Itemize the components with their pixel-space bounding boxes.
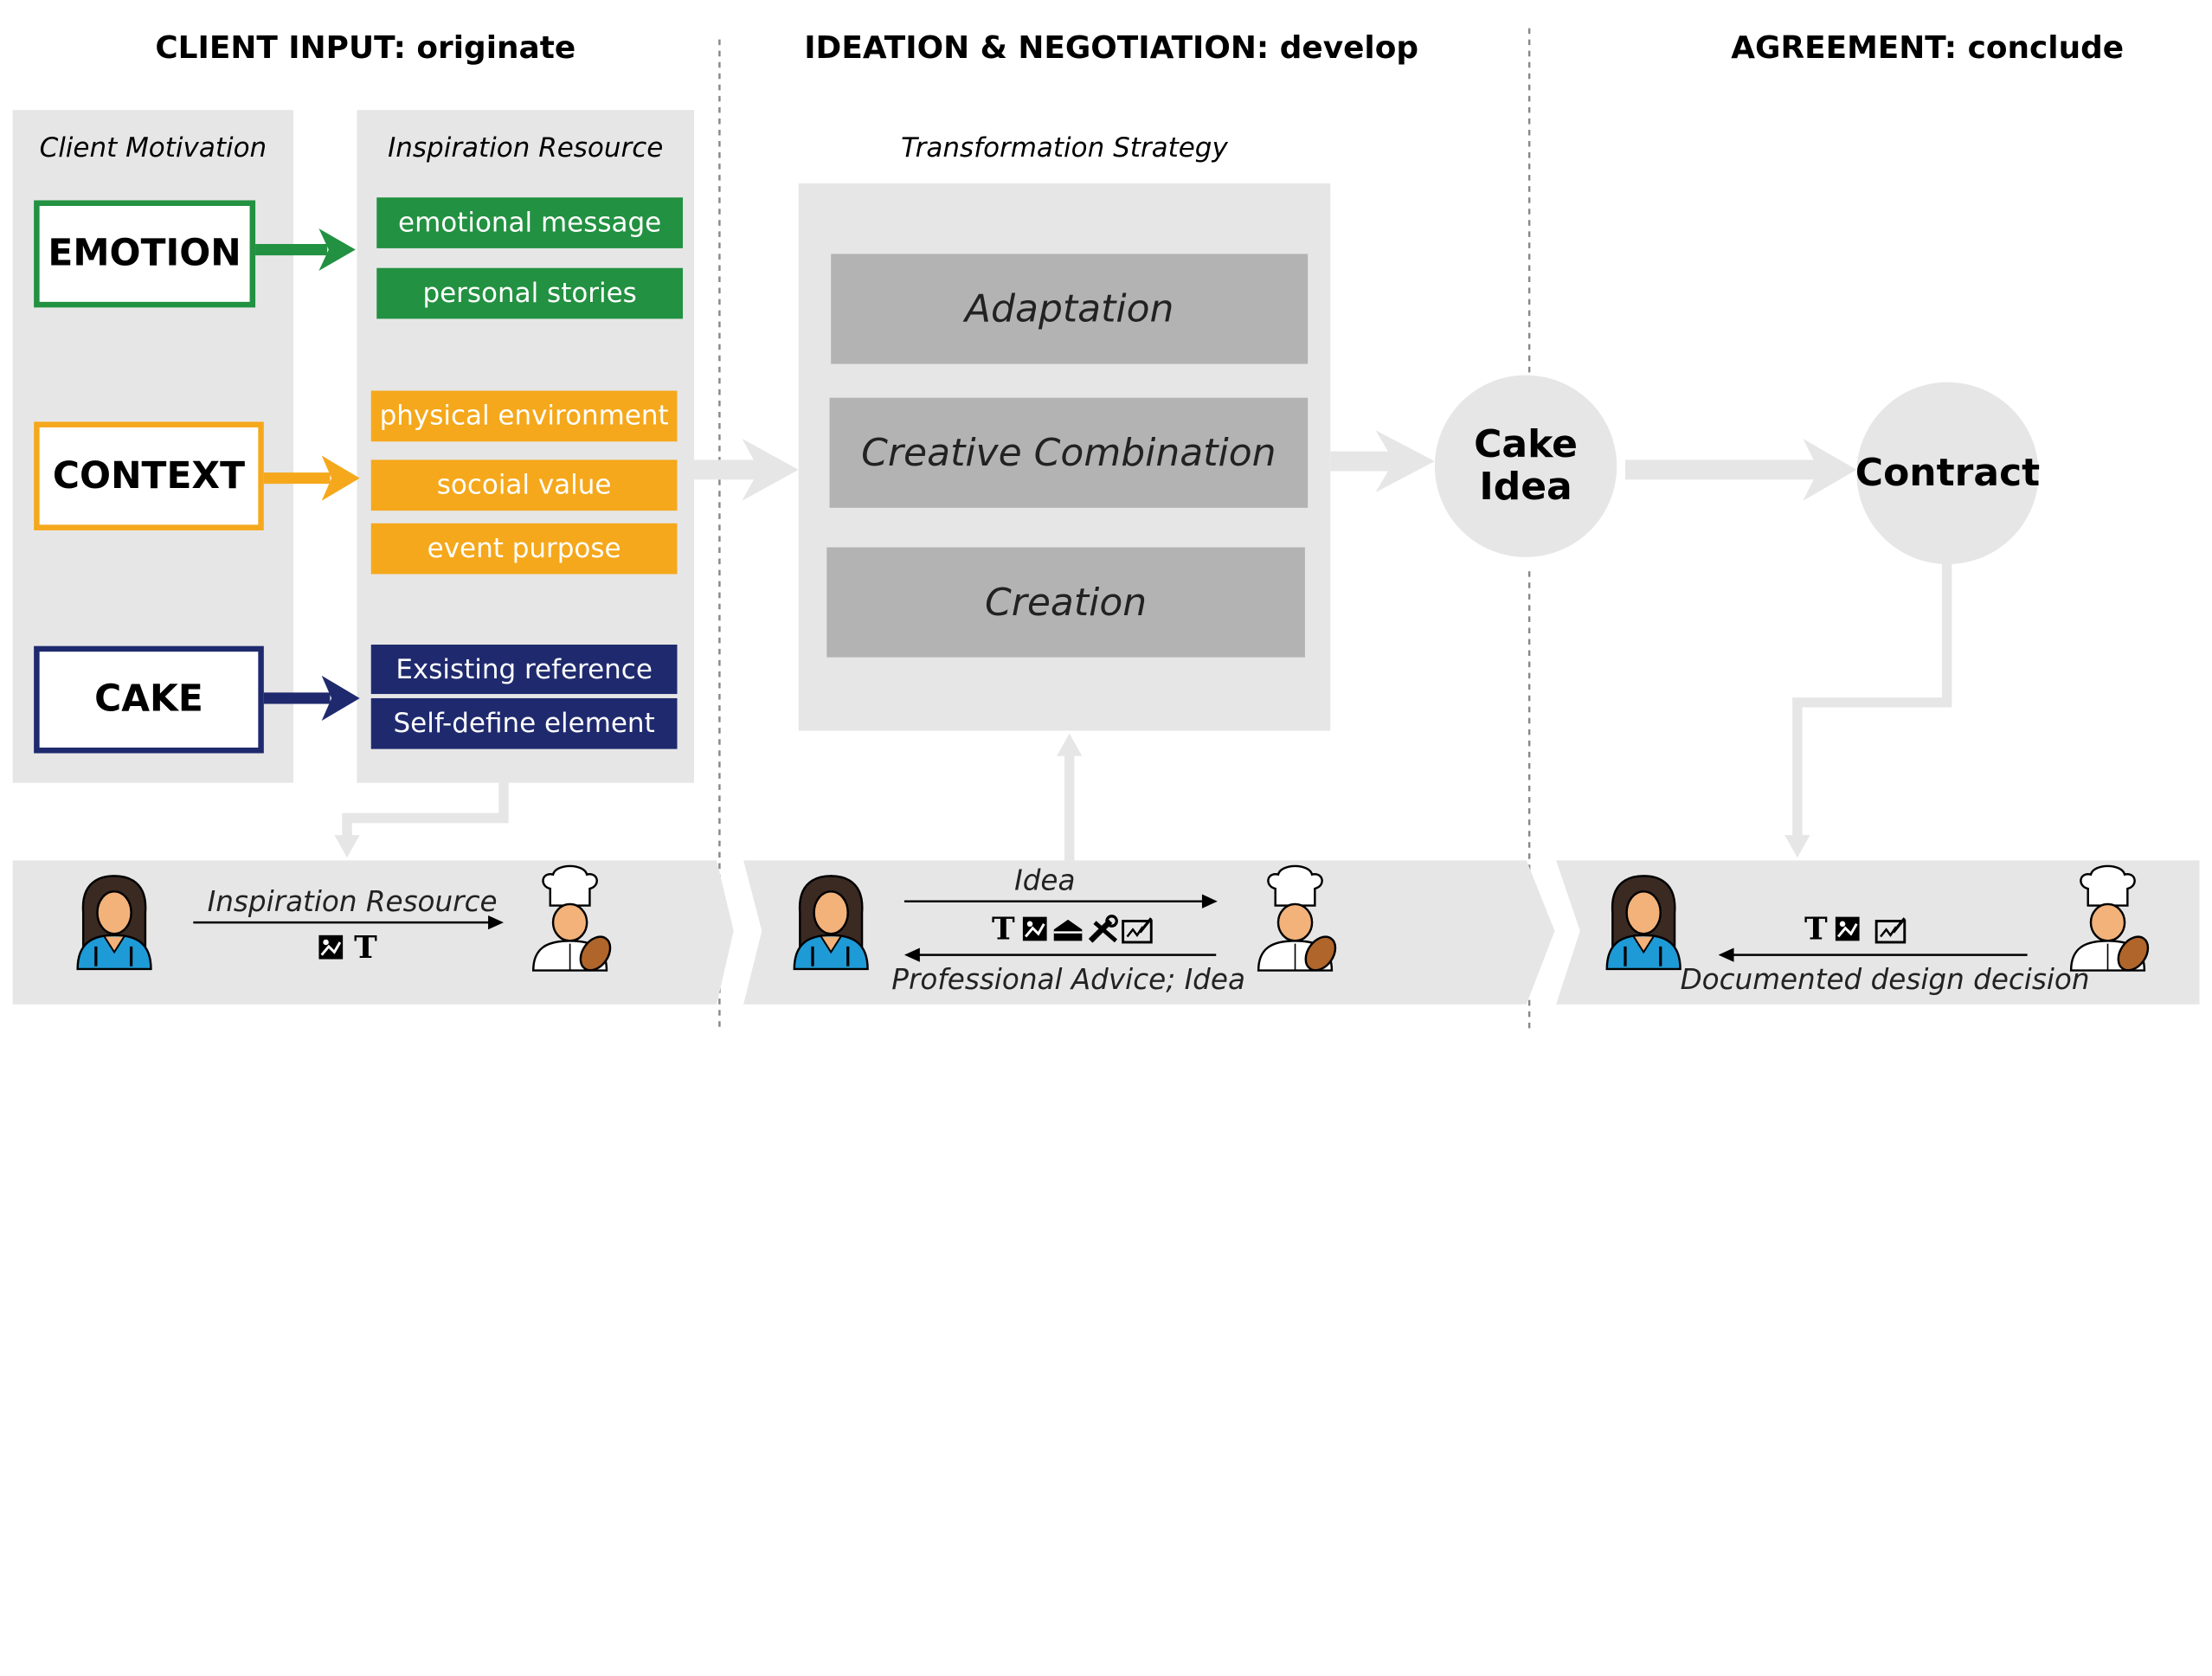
client-avatar-icon <box>76 875 152 971</box>
idea-to-contract-arrow <box>1624 438 1857 501</box>
motivation-cake-box: CAKE <box>34 645 264 754</box>
resource-event-purpose: event purpose <box>370 523 678 575</box>
baker-avatar-icon <box>531 864 612 972</box>
contract-to-band-arrowhead <box>1784 835 1810 858</box>
resource-emotional-message: emotional message <box>376 197 684 248</box>
phase2-idea-arrow <box>903 894 1218 909</box>
phase1-text-icon: T <box>354 929 377 966</box>
resource-to-band-arrowhead <box>334 835 360 858</box>
resource-social-value: socoial value <box>370 459 678 511</box>
resource-to-strategy-arrow <box>694 438 799 501</box>
contract-circle: Contract <box>1855 382 2040 565</box>
phase2-interaction-band <box>743 860 1555 1005</box>
phase2-text-icon: T <box>992 911 1015 948</box>
phase-title-client-input: CLIENT INPUT: originate <box>155 30 576 67</box>
cake-idea-label-line1: Cake <box>1474 422 1579 466</box>
phase1-interaction-label: Inspiration Resource <box>207 884 498 919</box>
phase-title-agreement: AGREEMENT: conclude <box>1731 30 2125 67</box>
phase2-advice-label: Professional Advice; Idea <box>891 961 1245 996</box>
resource-to-band-connector <box>342 782 509 841</box>
strategy-creation: Creation <box>826 547 1305 658</box>
phase1-send-arrow <box>193 915 504 930</box>
phase3-decision-arrow <box>1718 947 2028 962</box>
tools-icon <box>1088 915 1118 943</box>
image-icon <box>1835 916 1860 941</box>
resource-personal-stories: personal stories <box>376 267 684 319</box>
cake-arrow <box>260 675 360 722</box>
band-to-strategy-arrowhead <box>1057 733 1083 756</box>
signature-icon <box>1122 917 1153 944</box>
client-avatar-icon <box>793 875 869 971</box>
motivation-emotion-box: EMOTION <box>34 200 256 308</box>
image-icon <box>318 934 344 960</box>
signature-icon <box>1874 917 1907 944</box>
column-title-client-motivation: Client Motivation <box>39 132 267 164</box>
baker-avatar-icon <box>1257 864 1337 972</box>
emotion-arrow <box>254 228 356 271</box>
contract-to-band-connector <box>1792 561 1952 841</box>
strategy-to-idea-arrow <box>1330 430 1435 492</box>
phase3-decision-label: Documented design decision <box>1680 961 2090 996</box>
cake-icon <box>1053 919 1083 941</box>
phase2-idea-label: Idea <box>1014 863 1076 897</box>
resource-self-define-element: Self-define element <box>370 697 678 749</box>
strategy-creative-combination: Creative Combination <box>829 397 1309 508</box>
image-icon <box>1022 916 1047 941</box>
phase3-interaction-band <box>1556 860 2200 1005</box>
column-title-transformation-strategy: Transformation Strategy <box>901 132 1228 164</box>
column-title-inspiration-resource: Inspiration Resource <box>388 132 664 164</box>
baker-avatar-icon <box>2069 864 2150 972</box>
phase3-text-icon: T <box>1804 911 1828 948</box>
cake-idea-circle: Cake Idea <box>1434 375 1617 557</box>
client-avatar-icon <box>1605 875 1682 971</box>
resource-physical-environment: physical environment <box>370 390 678 442</box>
strategy-adaptation: Adaptation <box>831 254 1309 364</box>
phase2-advice-arrow <box>903 947 1217 962</box>
context-arrow <box>260 455 360 501</box>
motivation-context-box: CONTEXT <box>34 421 264 530</box>
phase-title-ideation: IDEATION & NEGOTIATION: develop <box>804 30 1419 67</box>
resource-existing-reference: Exsisting reference <box>370 645 678 695</box>
cake-design-process-diagram: CLIENT INPUT: originate IDEATION & NEGOT… <box>12 28 2200 1029</box>
cake-idea-label-line2: Idea <box>1479 465 1572 509</box>
connector-layer <box>12 28 2200 1029</box>
